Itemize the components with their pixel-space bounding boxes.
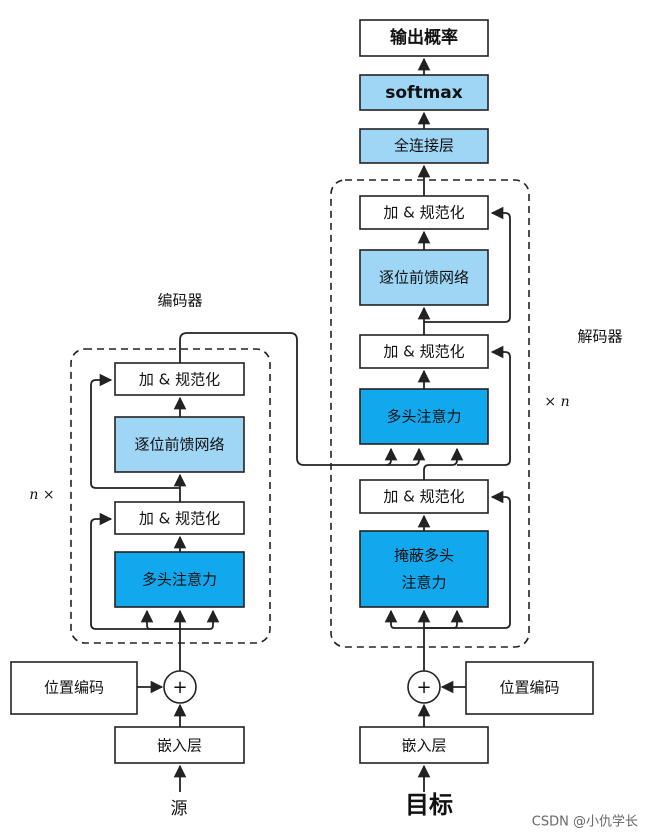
encoder-add-symbol-label: + (172, 677, 187, 698)
decoder-add-norm-mid (359, 334, 489, 369)
encoder-title: 编码器 (157, 292, 202, 310)
encoder-connections (90, 332, 426, 792)
encoder-embedding (114, 726, 245, 764)
decoder-block-outline (330, 179, 530, 648)
output-probabilities-label: 输出概率 (390, 27, 458, 48)
encoder-positional-encoding (10, 661, 138, 715)
decoder-ffn-label: 逐位前馈网络 (379, 269, 469, 287)
decoder-connections (384, 57, 511, 792)
decoder-cross-attention (359, 388, 489, 445)
decoder-embedding-label: 嵌入层 (401, 737, 446, 755)
decoder-cross-attention-label: 多头注意力 (386, 408, 461, 426)
encoder-attention-label: 多头注意力 (142, 571, 217, 589)
decoder-add-symbol-label: + (416, 677, 431, 698)
output-probabilities (359, 19, 489, 57)
watermark: CSDN @小仇学长 (532, 814, 638, 830)
encoder-add-norm-top-label: 加 & 规范化 (139, 371, 220, 389)
softmax-layer (359, 74, 489, 111)
dense-layer-label: 全连接层 (394, 137, 454, 155)
decoder-masked-attention-label-line2: 注意力 (401, 574, 446, 592)
encoder-attention (114, 551, 245, 608)
decoder-embedding (359, 726, 489, 764)
decoder-positional-encoding-label: 位置编码 (499, 679, 559, 697)
encoder-repeat-label: n × (29, 487, 54, 503)
decoder-input-label: 目标 (405, 791, 453, 819)
dense-layer (359, 128, 489, 164)
encoder-block-outline (70, 348, 271, 644)
encoder-ffn (114, 416, 245, 473)
softmax-layer-label: softmax (385, 83, 463, 103)
encoder-input-label: 源 (171, 799, 188, 819)
encoder-add-norm-bottom-label: 加 & 规范化 (139, 510, 220, 528)
decoder-add-norm-bottom-label: 加 & 规范化 (383, 488, 464, 506)
decoder-repeat-label: × n (544, 394, 569, 410)
decoder-masked-attention (359, 530, 489, 608)
encoder-ffn-label: 逐位前馈网络 (134, 436, 224, 454)
decoder-add-norm-top-label: 加 & 规范化 (383, 204, 464, 222)
decoder-add-norm-bottom (359, 479, 489, 514)
decoder-title: 解码器 (577, 328, 622, 346)
decoder-add-norm-mid-label: 加 & 规范化 (383, 343, 464, 361)
decoder-positional-encoding (465, 661, 594, 715)
encoder-positional-encoding-label: 位置编码 (44, 679, 104, 697)
encoder-embedding-label: 嵌入层 (157, 737, 202, 755)
decoder-masked-attention-label-line1: 掩蔽多头 (394, 547, 454, 565)
decoder-ffn (359, 249, 489, 306)
